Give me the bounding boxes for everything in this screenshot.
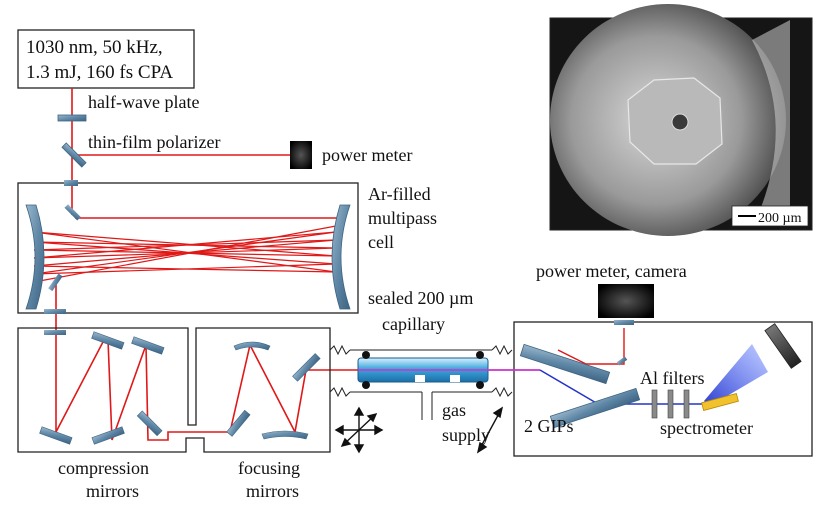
injection-mirror-icon bbox=[64, 204, 81, 221]
focusing-mirror-icon bbox=[292, 353, 321, 382]
compression-label-2: mirrors bbox=[86, 481, 139, 501]
concave-mirror-left-icon bbox=[25, 204, 45, 310]
detector-icon bbox=[764, 323, 802, 369]
compression-mirror-icon bbox=[91, 426, 125, 445]
capillary-inset-photo: 200 µm bbox=[549, 4, 813, 236]
focusing-mirror-icon bbox=[261, 430, 309, 440]
grating-icon bbox=[701, 392, 739, 412]
detection-chamber bbox=[513, 321, 813, 457]
power-meter-icon bbox=[290, 141, 312, 169]
scale-bar-label: 200 µm bbox=[758, 211, 802, 226]
spectrometer-label: spectrometer bbox=[660, 418, 753, 438]
source-line-1: 1030 nm, 50 kHz, bbox=[26, 37, 163, 58]
compression-mirror-icon bbox=[39, 426, 73, 445]
gip-mirror-icon bbox=[519, 343, 611, 385]
gas-supply-tube bbox=[421, 392, 433, 420]
polarizer-icon bbox=[61, 142, 87, 168]
extraction-mirror-icon bbox=[48, 273, 63, 292]
focusing-label-1: focusing bbox=[238, 458, 300, 478]
window-icon bbox=[44, 330, 66, 335]
multipass-beams bbox=[33, 225, 337, 283]
focusing-label-2: mirrors bbox=[246, 481, 299, 501]
focusing-mirror-icon bbox=[226, 409, 251, 437]
xuv-fan bbox=[704, 344, 768, 406]
half-wave-plate-icon bbox=[57, 114, 87, 122]
mpc-label-2: multipass bbox=[368, 208, 437, 228]
capillary bbox=[357, 351, 489, 389]
al-filters bbox=[651, 389, 690, 419]
power-meter-camera-label: power meter, camera bbox=[536, 261, 687, 281]
bellows bbox=[329, 344, 513, 398]
translation-stage-arrows bbox=[334, 406, 504, 454]
power-meter-label: power meter bbox=[322, 145, 412, 165]
focusing-mirror-icon bbox=[233, 341, 271, 351]
window-icon bbox=[44, 309, 66, 314]
concave-mirror-right-icon bbox=[331, 204, 351, 310]
compression-mirror-icon bbox=[131, 336, 165, 355]
gas-label-1: gas bbox=[442, 400, 466, 420]
gips-label: 2 GIPs bbox=[524, 416, 574, 436]
al-filters-label: Al filters bbox=[640, 368, 705, 388]
laser-source-box: 1030 nm, 50 kHz, 1.3 mJ, 160 fs CPA bbox=[17, 29, 195, 89]
pickoff-mirror-icon bbox=[616, 356, 628, 366]
camera-power-meter-icon bbox=[598, 284, 654, 318]
window-icon bbox=[614, 320, 634, 325]
source-line-2: 1.3 mJ, 160 fs CPA bbox=[26, 62, 173, 83]
polarizer-label: thin-film polarizer bbox=[88, 132, 220, 152]
half-wave-plate-label: half-wave plate bbox=[88, 92, 199, 112]
capillary-label-2: capillary bbox=[382, 314, 445, 334]
compression-label-1: compression bbox=[58, 458, 149, 478]
capillary-label-1: sealed 200 µm bbox=[368, 288, 473, 308]
gip-mirror-icon bbox=[549, 387, 641, 429]
mpc-label-3: cell bbox=[368, 232, 394, 252]
compression-mirror-icon bbox=[91, 331, 125, 350]
mpc-label-1: Ar-filled bbox=[368, 184, 431, 204]
compression-mirror-icon bbox=[136, 410, 163, 437]
compression-chamber bbox=[17, 327, 331, 453]
multipass-cell bbox=[17, 180, 359, 314]
window-icon bbox=[64, 180, 78, 186]
gas-label-2: supply bbox=[442, 425, 490, 445]
